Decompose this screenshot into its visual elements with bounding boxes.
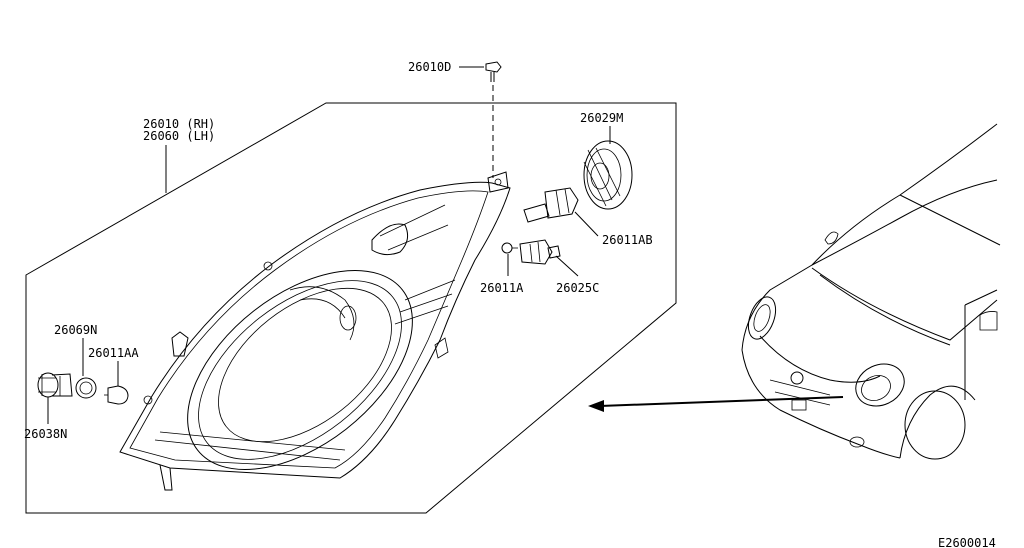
small-bulb-icon (501, 242, 518, 254)
label-26010D: 26010D (408, 60, 451, 74)
headlamp-housing (119, 171, 511, 491)
label-26038N: 26038N (24, 427, 67, 441)
label-26011AB: 26011AB (602, 233, 653, 247)
label-26011AA: 26011AA (88, 346, 139, 360)
label-26069N: 26069N (54, 323, 97, 337)
bolt-icon (485, 61, 502, 82)
label-26060-lh: 26060 (LH) (143, 129, 215, 143)
bulb-cap-icon (583, 140, 633, 210)
assembly-frame (25, 102, 677, 514)
main-bulb-icon (523, 187, 579, 223)
side-bulb-icon (104, 385, 129, 405)
label-26011A: 26011A (480, 281, 524, 295)
car-front-illustration (741, 123, 1001, 460)
diagram-code: E2600014 (938, 536, 996, 548)
bulb-socket-icon (519, 239, 561, 265)
label-26025C: 26025C (556, 281, 599, 295)
gasket-ring-icon (75, 377, 97, 399)
side-socket-icon (37, 372, 73, 398)
label-26010-rh: 26010 (RH) (143, 117, 215, 131)
label-26029M: 26029M (580, 111, 623, 125)
